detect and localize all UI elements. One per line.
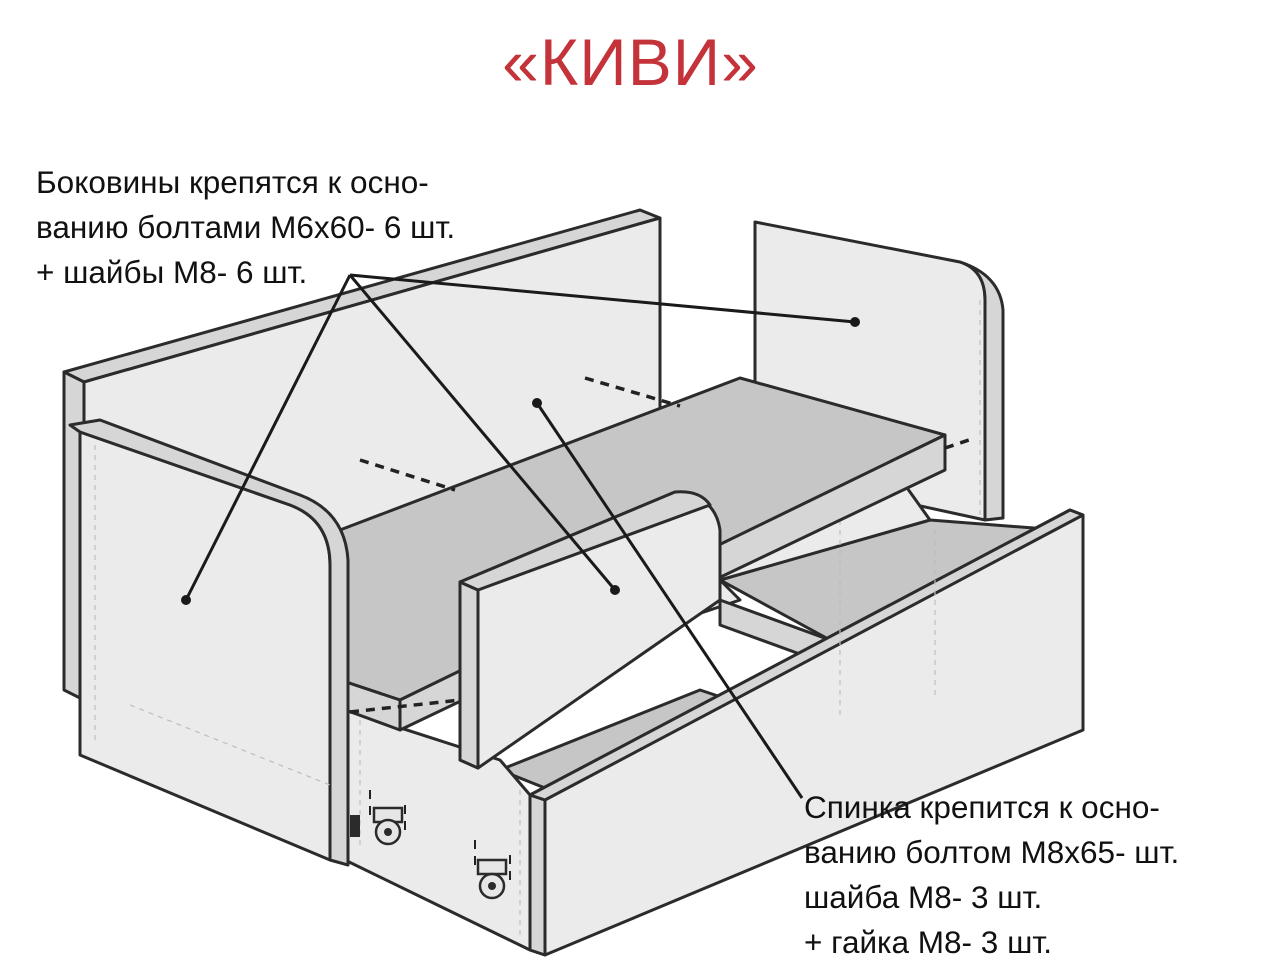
caster-front-right xyxy=(474,840,511,900)
sides-note-line-2: ванию болтами М6х60- 6 шт. xyxy=(36,209,456,245)
backrest-note-line-2: ванию болтом М8х65- шт. xyxy=(804,834,1180,870)
backrest-fastening-note: Спинка крепится к осно- ванию болтом М8х… xyxy=(804,785,1179,965)
caster-front-left xyxy=(369,790,406,846)
backrest-note-line-1: Спинка крепится к осно- xyxy=(804,789,1160,825)
backrest-note-line-3: шайба М8- 3 шт. xyxy=(804,879,1043,915)
leader-line-backrest xyxy=(532,398,804,799)
sides-note-line-1: Боковины крепятся к осно- xyxy=(36,164,429,200)
backrest-note-line-4: + гайка М8- 3 шт. xyxy=(804,924,1053,960)
sides-fastening-note: Боковины крепятся к осно- ванию болтами … xyxy=(36,160,455,295)
left-side-panel xyxy=(68,418,360,867)
page-title: «КИВИ» xyxy=(502,25,759,99)
leader-lines-sides xyxy=(181,273,860,605)
sides-note-line-3: + шайбы М8- 6 шт. xyxy=(36,254,308,290)
backrest-panel xyxy=(458,490,722,770)
